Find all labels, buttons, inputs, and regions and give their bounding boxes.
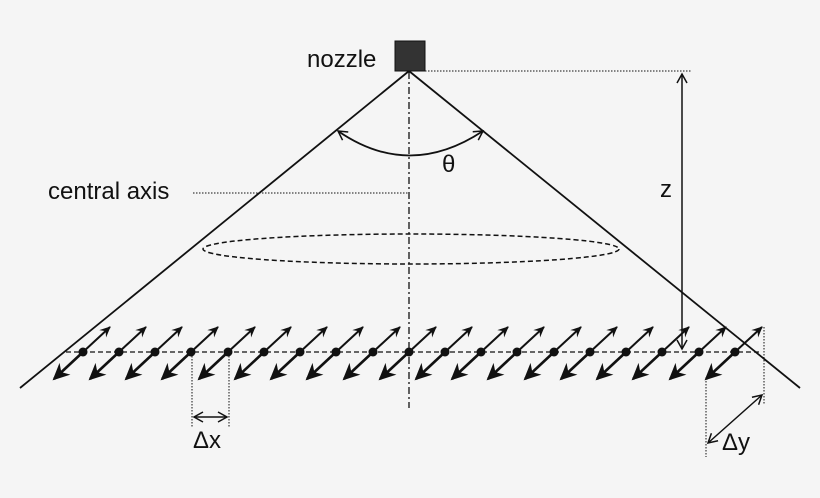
nozzle-point-dot (223, 347, 233, 357)
velocity-arrow-up (299, 326, 328, 353)
spray-cross-section-ellipse (202, 233, 620, 265)
dy-dimension-arrow (706, 393, 764, 445)
nozzle-point-dot (657, 347, 667, 357)
velocity-arrow-up (118, 326, 147, 353)
velocity-arrow-down (124, 351, 156, 381)
velocity-arrow-down (414, 351, 446, 381)
dx-label: Δx (193, 427, 221, 454)
dy-label: Δy (722, 429, 750, 456)
velocity-arrow-down (668, 351, 700, 381)
velocity-arrow-up (82, 326, 111, 353)
velocity-arrow-down (631, 351, 663, 381)
nozzle-point-dot (694, 347, 704, 357)
velocity-arrow-up (154, 326, 183, 353)
nozzle-point-dot (404, 347, 414, 357)
nozzle-point-dot (585, 347, 595, 357)
velocity-arrow-down (486, 351, 518, 381)
velocity-arrow-up (661, 326, 690, 353)
theta-arc (336, 130, 485, 157)
nozzle-point-dot (476, 347, 486, 357)
velocity-arrow-down (595, 351, 627, 381)
nozzle-point-dot (730, 347, 740, 357)
nozzle-point-dot (621, 347, 631, 357)
nozzle-point-dot (440, 347, 450, 357)
z-label: z (660, 176, 672, 203)
nozzle-point-dot (512, 347, 522, 357)
velocity-arrow-down (233, 351, 265, 381)
velocity-arrow-up (335, 326, 364, 353)
nozzle-icon (394, 40, 426, 72)
nozzle-point-dot (368, 347, 378, 357)
velocity-arrow-up (408, 326, 437, 353)
velocity-arrow-up (625, 326, 654, 353)
cone-right-edge (408, 70, 801, 389)
velocity-arrow-up (698, 326, 727, 353)
nozzle-point-dot (259, 347, 269, 357)
theta-label: θ (442, 151, 455, 178)
nozzle-point-dot (549, 347, 559, 357)
velocity-arrow-down (523, 351, 555, 381)
velocity-arrow-down (88, 351, 120, 381)
velocity-arrow-down (269, 351, 301, 381)
velocity-arrow-up (589, 326, 618, 353)
nozzle-point-dot (331, 347, 341, 357)
nozzle-point-dot (114, 347, 124, 357)
velocity-arrow-down (378, 351, 410, 381)
velocity-arrow-up (372, 326, 401, 353)
velocity-arrow-down (704, 351, 736, 381)
velocity-arrow-up (516, 326, 545, 353)
cone-left-edge (19, 70, 410, 389)
velocity-arrow-up (444, 326, 473, 353)
velocity-arrow-up (263, 326, 292, 353)
central-axis-label: central axis (48, 178, 169, 205)
velocity-arrow-up (734, 326, 763, 353)
nozzle-point-dot (78, 347, 88, 357)
nozzle-point-dot (295, 347, 305, 357)
velocity-arrow-down (160, 351, 192, 381)
velocity-arrow-down (52, 351, 84, 381)
velocity-arrow-up (190, 326, 219, 353)
velocity-arrow-down (305, 351, 337, 381)
nozzle-label: nozzle (307, 46, 376, 73)
velocity-arrow-down (450, 351, 482, 381)
nozzle-point-dot (150, 347, 160, 357)
velocity-arrow-up (553, 326, 582, 353)
velocity-arrow-up (480, 326, 509, 353)
velocity-arrow-down (342, 351, 374, 381)
nozzle-point-dot (186, 347, 196, 357)
velocity-arrow-up (227, 326, 256, 353)
velocity-arrow-down (559, 351, 591, 381)
nozzle-array (52, 326, 763, 381)
velocity-arrow-down (197, 351, 229, 381)
